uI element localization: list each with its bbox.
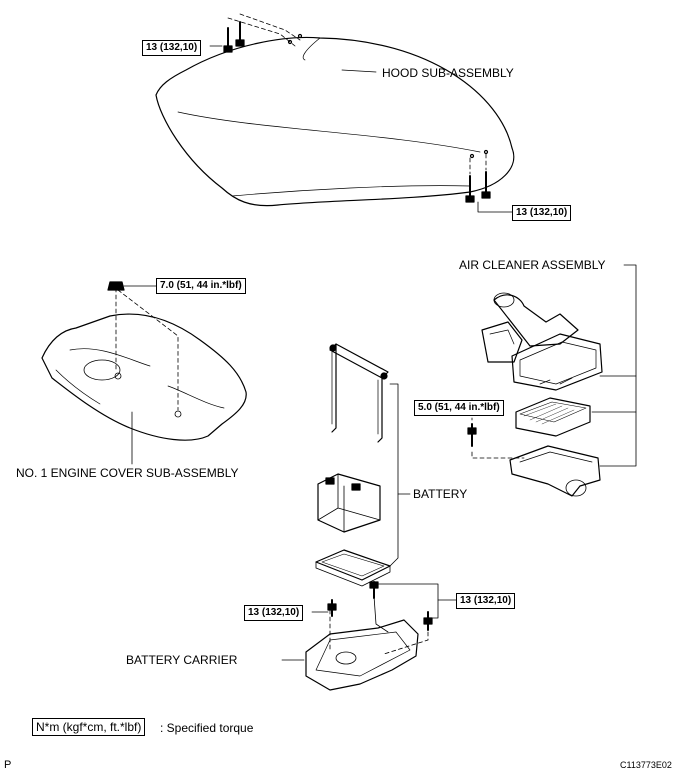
figure-code: C113773E02 [620, 760, 672, 770]
page-letter: P [4, 759, 12, 771]
torque-engine-cover-nut: 7.0 (51, 44 in.*lbf) [156, 278, 246, 294]
torque-hood-top: 13 (132,10) [142, 40, 202, 56]
torque-hood-bottom: 13 (132,10) [512, 205, 572, 221]
battery-carrier-label: BATTERY CARRIER [126, 653, 238, 667]
legend-torque-unit-box: N*m (kgf*cm, ft.*lbf) [32, 718, 146, 736]
battery-illustration [315, 343, 411, 587]
legend-text: : Specified torque [160, 721, 254, 735]
air-cleaner-illustration [467, 264, 637, 497]
air-cleaner-assembly-label: AIR CLEANER ASSEMBLY [459, 258, 606, 272]
hood-sub-assembly-label: HOOD SUB-ASSEMBLY [382, 66, 514, 80]
battery-label: BATTERY [413, 487, 468, 501]
torque-battery-carrier-right: 13 (132,10) [456, 593, 516, 609]
torque-battery-carrier-left: 13 (132,10) [244, 605, 304, 621]
battery-carrier-illustration [281, 581, 457, 691]
hood-bottom-bolts [465, 149, 513, 213]
engine-cover-label: NO. 1 ENGINE COVER SUB-ASSEMBLY [16, 466, 239, 480]
hood-leader-line [341, 69, 377, 73]
torque-air-cleaner-bolt: 5.0 (51, 44 in.*lbf) [414, 400, 504, 416]
engine-cover-illustration [41, 281, 247, 465]
hood-top-bolts [209, 13, 303, 53]
hood-sub-assembly-illustration [155, 13, 515, 213]
